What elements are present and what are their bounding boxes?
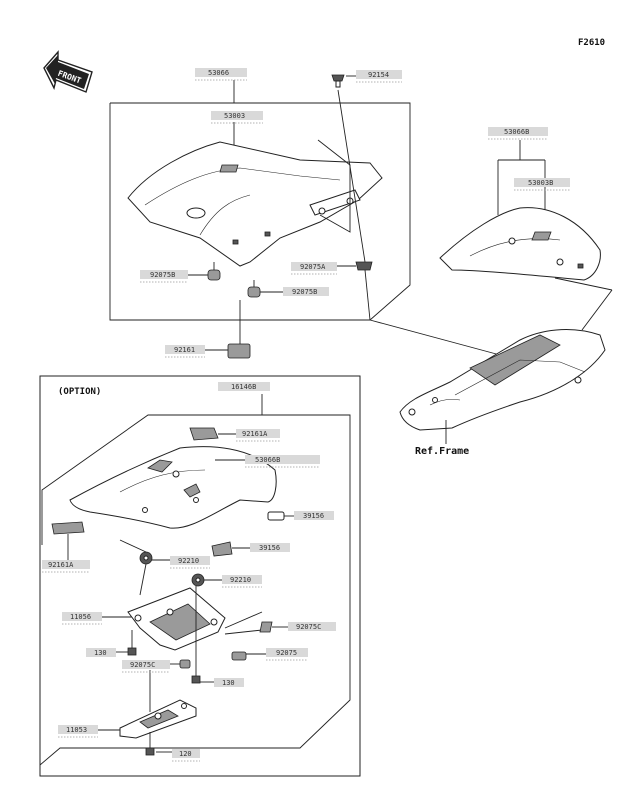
label-11056: 11056 — [62, 612, 132, 625]
pad-39156-a — [267, 511, 285, 521]
svg-text:130: 130 — [94, 649, 107, 657]
label-16146b: 16146B — [218, 382, 270, 391]
svg-text:53066B: 53066B — [255, 456, 280, 464]
label-53003: 53003 — [211, 111, 263, 124]
svg-text:92075B: 92075B — [150, 271, 175, 279]
seat-cowl-part — [439, 207, 601, 281]
svg-text:39156: 39156 — [259, 544, 280, 552]
svg-text:53003: 53003 — [224, 112, 245, 120]
block-92161 — [227, 343, 251, 359]
bracket-11056-part — [127, 587, 226, 651]
label-92161: 92161 — [165, 345, 228, 358]
svg-text:53066: 53066 — [208, 69, 229, 77]
pad-39156-b — [211, 541, 233, 557]
label-92210-b: 92210 — [204, 575, 262, 588]
svg-text:39156: 39156 — [303, 512, 324, 520]
label-39156-b: 39156 — [232, 543, 290, 552]
damper-92075b-right — [247, 286, 261, 298]
bolt-120 — [145, 747, 155, 756]
seat-part — [127, 141, 383, 267]
svg-text:120: 120 — [179, 750, 192, 758]
damper-92075b-left — [207, 269, 221, 281]
svg-text:92161A: 92161A — [242, 430, 268, 438]
label-39156-a: 39156 — [284, 511, 334, 520]
ref-frame-label: Ref.Frame — [415, 446, 469, 457]
svg-text:92075A: 92075A — [300, 263, 326, 271]
frame-part — [399, 329, 606, 431]
svg-text:92075B: 92075B — [292, 288, 317, 296]
bracket-11053-part — [119, 699, 197, 739]
label-92161a-top: 92161A — [218, 429, 280, 442]
svg-text:11053: 11053 — [66, 726, 87, 734]
svg-text:92075C: 92075C — [130, 661, 155, 669]
label-120: 120 — [156, 749, 200, 762]
label-130-right: 130 — [200, 678, 244, 687]
damper-92075c-left — [179, 659, 191, 669]
label-92210-a: 92210 — [152, 556, 210, 569]
bolt-92154 — [331, 74, 345, 88]
svg-text:92210: 92210 — [230, 576, 251, 584]
pad-92161a-left — [51, 521, 85, 535]
damper-92075 — [231, 651, 247, 661]
svg-text:92075C: 92075C — [296, 623, 321, 631]
svg-text:92161: 92161 — [174, 346, 195, 354]
label-130-left: 130 — [86, 648, 128, 657]
label-92075: 92075 — [246, 648, 308, 661]
label-92075c-left: 92075C — [122, 660, 180, 673]
svg-text:92154: 92154 — [368, 71, 389, 79]
collar-92210-a — [139, 551, 153, 565]
label-92154: 92154 — [346, 70, 402, 83]
pad-92161a-top — [189, 427, 219, 441]
label-92075a: 92075A — [291, 262, 356, 275]
bolt-130-left — [127, 630, 137, 656]
svg-text:16146B: 16146B — [231, 383, 256, 391]
svg-text:92075: 92075 — [276, 649, 297, 657]
label-92075b-right: 92075B — [260, 287, 329, 296]
svg-text:53066B: 53066B — [504, 128, 529, 136]
label-92075c-right: 92075C — [272, 622, 336, 631]
label-53003b: 53003B — [514, 178, 570, 191]
front-arrow-icon: FRONT — [43, 50, 93, 93]
seat-assembly-group — [109, 74, 501, 359]
label-92075b-left: 92075B — [140, 270, 208, 283]
grommet-92075a — [355, 261, 373, 271]
label-11053: 11053 — [58, 725, 120, 738]
label-53066b: 53066B — [488, 127, 548, 140]
label-92161a-left: 92161A — [42, 560, 90, 573]
collar-92210-b — [191, 573, 205, 587]
option-seat-cover-part — [69, 446, 277, 529]
svg-text:92161A: 92161A — [48, 561, 74, 569]
option-kit-group: (OPTION) — [39, 375, 361, 777]
figure-code: F2610 — [578, 38, 605, 48]
svg-text:130: 130 — [222, 679, 235, 687]
svg-text:53003B: 53003B — [528, 179, 553, 187]
option-title: (OPTION) — [58, 387, 101, 397]
label-53066b-option: 53066B — [215, 455, 320, 468]
svg-text:92210: 92210 — [178, 557, 199, 565]
cowl-assembly-group: Ref.Frame — [399, 140, 613, 457]
label-53066: 53066 — [195, 68, 247, 81]
damper-92075c-right — [259, 621, 273, 633]
svg-text:11056: 11056 — [70, 613, 91, 621]
bolt-130-right — [191, 586, 201, 684]
